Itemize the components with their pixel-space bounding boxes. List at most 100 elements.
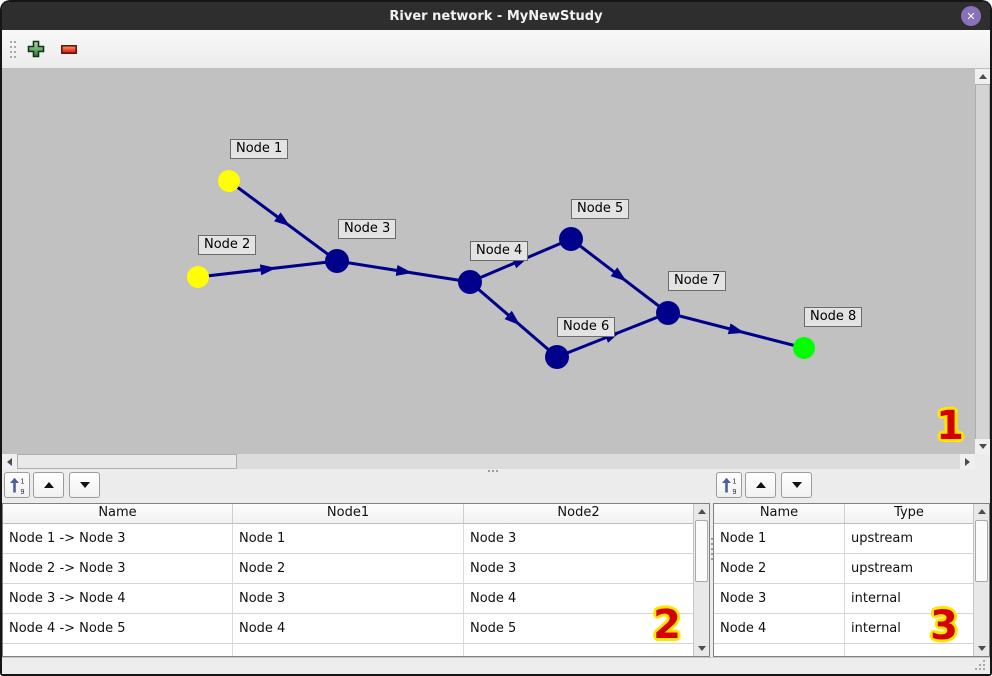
scrollbar-thumb[interactable]: [695, 520, 708, 582]
links-table-scrollbar[interactable]: [693, 504, 709, 656]
network-graph: [187, 170, 815, 369]
nodes-move-up-button[interactable]: [745, 472, 776, 498]
svg-text:1: 1: [20, 478, 24, 485]
table-cell: [464, 644, 693, 656]
canvas-vertical-scrollbar[interactable]: [975, 69, 990, 454]
table-empty-row: [714, 644, 973, 656]
river-node[interactable]: [187, 266, 209, 288]
column-header[interactable]: Node1: [233, 504, 464, 523]
links-sort-button[interactable]: 1 9: [4, 472, 30, 498]
canvas-horizontal-scrollbar[interactable]: [2, 454, 975, 469]
nodes-sort-button[interactable]: 1 9: [716, 472, 742, 498]
table-cell[interactable]: upstream: [845, 524, 973, 554]
column-header[interactable]: Type: [894, 505, 924, 520]
red-minus-icon: [61, 44, 77, 54]
river-node[interactable]: [458, 270, 482, 294]
window-title: River network - MyNewStudy: [389, 8, 603, 24]
river-node[interactable]: [793, 337, 815, 359]
table-cell[interactable]: upstream: [845, 554, 973, 584]
toolbar-drag-handle[interactable]: [10, 41, 12, 43]
table-cell[interactable]: Node 4: [714, 614, 845, 644]
flow-arrow-icon: [274, 212, 291, 227]
table-cell[interactable]: internal: [845, 614, 973, 644]
resize-grip[interactable]: [983, 668, 985, 670]
table-cell[interactable]: Node 3 -> Node 4: [3, 584, 233, 614]
node-label: Node 6: [557, 317, 616, 337]
table-cell[interactable]: Node 1 -> Node 3: [3, 524, 233, 554]
horizontal-splitter-handle[interactable]: [488, 470, 490, 472]
node-label: Node 3: [338, 219, 397, 239]
toolbar: [2, 30, 990, 69]
river-node[interactable]: [656, 301, 680, 325]
column-header[interactable]: Name: [3, 504, 233, 523]
scroll-left-button[interactable]: [2, 454, 17, 469]
vertical-splitter-handle[interactable]: [711, 538, 713, 540]
table-cell[interactable]: Node 2: [233, 554, 464, 584]
table-cell[interactable]: Node 4: [233, 614, 464, 644]
svg-text:9: 9: [732, 489, 736, 495]
remove-node-button[interactable]: [57, 37, 81, 61]
table-cell[interactable]: internal: [845, 584, 973, 614]
scrollbar-thumb[interactable]: [17, 454, 237, 469]
scrollbar-thumb[interactable]: [975, 520, 988, 582]
scroll-down-button[interactable]: [975, 439, 990, 454]
table-cell[interactable]: Node 5: [464, 614, 693, 644]
svg-text:1: 1: [732, 478, 736, 485]
nodes-move-down-button[interactable]: [781, 472, 812, 498]
scrollbar-thumb[interactable]: [975, 84, 990, 440]
arrow-up-icon: [978, 74, 987, 79]
table-cell[interactable]: Node 3: [714, 584, 845, 614]
column-header[interactable]: Name: [714, 504, 845, 523]
arrow-down-icon: [977, 646, 986, 651]
links-move-up-button[interactable]: [33, 472, 64, 498]
add-node-button[interactable]: [24, 37, 48, 61]
nodes-table-scrollbar[interactable]: [973, 504, 989, 656]
triangle-up-icon: [43, 482, 54, 488]
table-cell[interactable]: Node 1: [714, 524, 845, 554]
close-button[interactable]: ✕: [961, 6, 981, 26]
scroll-up-button[interactable]: [974, 504, 989, 519]
triangle-up-icon: [755, 482, 766, 488]
column-header[interactable]: Node2: [557, 505, 600, 520]
close-icon: ✕: [966, 9, 976, 23]
table-cell[interactable]: Node 4: [464, 584, 693, 614]
table-cell[interactable]: Node 2 -> Node 3: [3, 554, 233, 584]
scroll-down-button[interactable]: [694, 641, 709, 656]
table-cell[interactable]: Node 4 -> Node 5: [3, 614, 233, 644]
svg-text:9: 9: [20, 489, 24, 495]
scroll-up-button[interactable]: [975, 69, 990, 84]
table-cell[interactable]: Node 2: [714, 554, 845, 584]
arrow-right-icon: [965, 457, 970, 466]
links-move-down-button[interactable]: [69, 472, 100, 498]
flow-arrow-icon: [727, 323, 745, 335]
titlebar[interactable]: River network - MyNewStudy ✕: [2, 2, 990, 30]
scroll-right-button[interactable]: [960, 454, 975, 469]
river-node[interactable]: [325, 249, 349, 273]
arrow-down-icon: [978, 444, 987, 449]
arrow-down-icon: [697, 646, 706, 651]
river-node[interactable]: [559, 227, 583, 251]
node-label: Node 4: [470, 241, 529, 261]
node-label: Node 2: [198, 235, 257, 255]
scroll-up-button[interactable]: [694, 504, 709, 519]
table-cell[interactable]: Node 3: [464, 554, 693, 584]
table-cell[interactable]: Node 3: [464, 524, 693, 554]
river-node[interactable]: [545, 345, 569, 369]
river-node[interactable]: [218, 170, 240, 192]
scroll-down-button[interactable]: [974, 641, 989, 656]
table-cell[interactable]: Node 1: [233, 524, 464, 554]
table-cell[interactable]: Node 3: [233, 584, 464, 614]
